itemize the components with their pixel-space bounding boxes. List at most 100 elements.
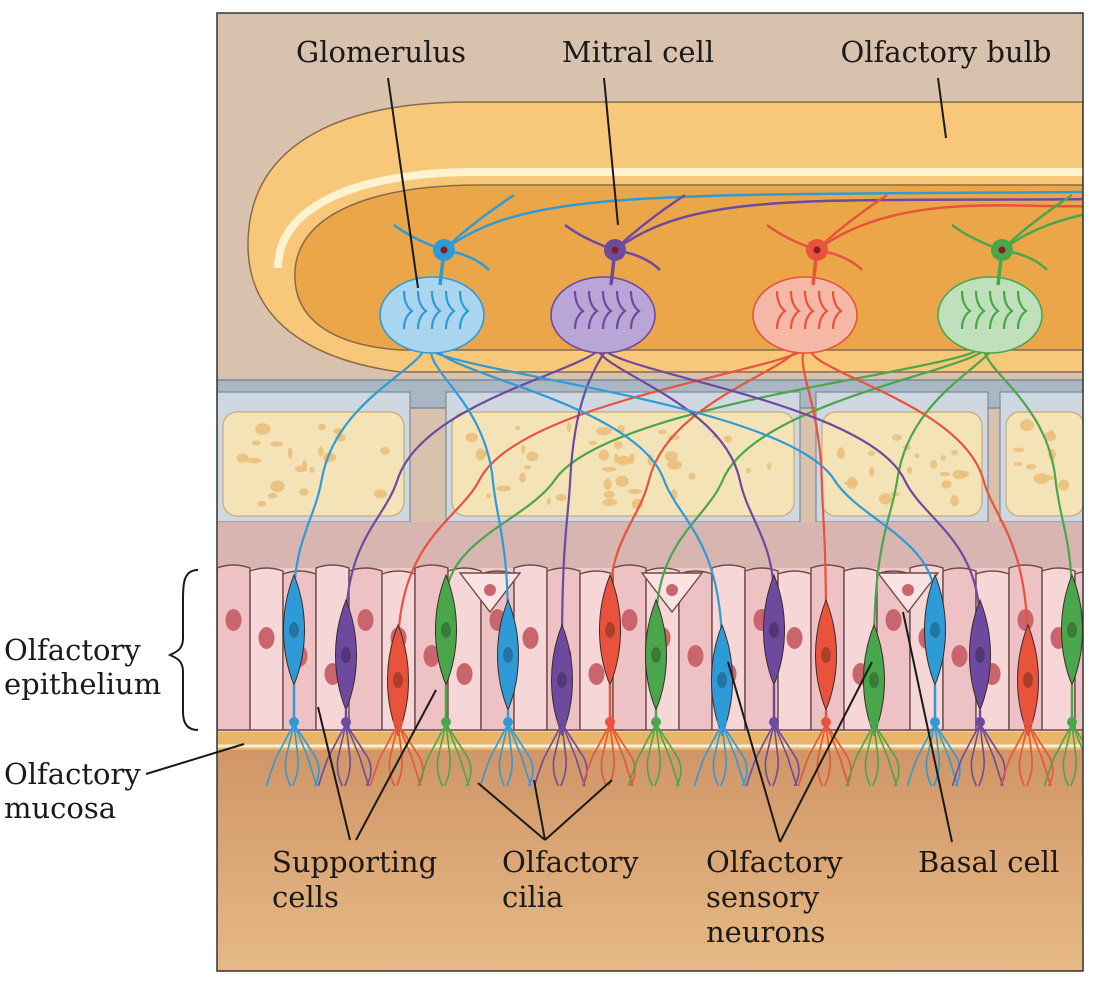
olfactory-cilium [444,723,451,787]
sensory-axon [424,344,937,601]
sensory-axon [982,344,1074,601]
olfactory-cilium [1062,723,1073,787]
leader-mucosa [145,743,245,775]
bone-spot [465,432,479,443]
bone-spot [566,422,572,433]
cribriform-plate [217,391,1083,523]
olfactory-cilium [292,723,299,787]
bone-spot [930,459,937,469]
olfactory-cilium [397,723,422,787]
figure-frame [216,12,1084,972]
bone-spot [616,455,632,466]
sensory-neuron-nucleus [717,672,727,688]
bone-spot [521,444,526,454]
bone-spot [667,460,682,470]
sensory-axon [429,344,510,626]
glomerulus-dendrite [402,290,414,330]
olfactory-cilium [436,723,447,787]
bone-spot [598,449,610,461]
tissue-illustration [217,13,1083,971]
dendritic-knob [289,717,299,727]
olfactory-cilium [369,723,399,787]
glomerulus [379,276,485,354]
dendritic-knob [1067,717,1077,727]
dendritic-knob [557,717,567,727]
dendritic-knob [341,717,351,727]
glomerulus-dendrite [601,290,613,330]
olfactory-cilium [979,723,1006,787]
bone-spot [519,472,526,483]
olfactory-cilium [720,723,727,787]
supporting-cell-nucleus [786,627,803,649]
bone-spot [555,494,567,502]
dendritic-knob [821,717,831,727]
sensory-axon [436,344,724,651]
label-olfactory-mucosa-line1: Olfactory [4,757,141,791]
bulb-layer-line [274,168,1083,269]
olfactory-cilium [345,723,372,787]
basal-cell-nucleus [902,584,914,596]
glomerulus-dendrite [1016,290,1028,330]
olfactory-cilium [396,723,403,787]
bone-spot [236,453,249,463]
olfactory-cilium [1071,723,1083,743]
bone-spot [267,492,278,499]
leader-cilia-1 [477,782,546,841]
olfactory-cilium [507,723,534,787]
olfactory-cilium [978,723,985,787]
bone-spot [664,451,678,462]
label-olfactory-epithelium-line2: epithelium [4,667,161,701]
olfactory-cilium [317,723,347,787]
glomerulus-dendrite [573,290,585,330]
labels: Glomerulus Mitral cell Olfactory bulb Ol… [4,35,1059,949]
olfactory-cilium [773,723,798,787]
basal-cell-nucleus [666,584,678,596]
olfactory-cilium [970,723,981,787]
label-olfactory-cilia-line2: cilia [502,880,563,914]
olfactory-cilium [872,723,879,787]
sensory-neuron-nucleus [651,647,661,663]
olfactory-cilium [445,723,470,787]
sensory-axon [292,344,428,601]
dendritic-knob [441,717,451,727]
sensory-axon [560,344,610,651]
bone-spot [615,475,629,487]
bone-spot [745,467,751,474]
olfactory-cilium [388,723,399,787]
bone-spot [294,465,307,473]
olfactory-cilium [1027,723,1052,787]
olfactory-cilium [1070,723,1077,787]
glomerulus [752,276,858,354]
olfactory-cilium [445,723,472,787]
olfactory-cilium [293,723,320,787]
supporting-cell-nucleus [522,627,539,649]
olfactory-cilium [925,723,936,787]
dendritic-knob [769,717,779,727]
mitral-cell-axon [1001,213,1083,252]
bone-spot [627,488,642,495]
dendritic-knob [930,717,940,727]
olfactory-cilium [498,723,509,787]
sensory-axon [344,344,605,626]
dendritic-knob [975,717,985,727]
bone-spot [868,466,875,477]
olfactory-cilium [284,723,295,787]
bone-spot [515,425,521,431]
leader-basal-cell [902,611,953,843]
bone-spot [486,493,492,498]
olfactory-cilium [345,723,370,787]
bone-spot [878,493,892,505]
supporting-cell-nucleus [885,609,902,631]
olfactory-cilium [600,723,611,787]
olfactory-cilium [560,723,567,787]
olfactory-cilium [873,723,898,787]
bone-spot [892,434,902,441]
olfactory-cilium [1043,723,1073,787]
supporting-cell-nucleus [225,609,242,631]
leader-neurons-1 [727,661,781,843]
sensory-neuron-nucleus [289,622,299,638]
olfactory-cilium [797,723,827,787]
bone-spot [374,489,388,499]
olfactory-cilium [336,723,347,787]
supporting-cell-nucleus [588,663,605,685]
